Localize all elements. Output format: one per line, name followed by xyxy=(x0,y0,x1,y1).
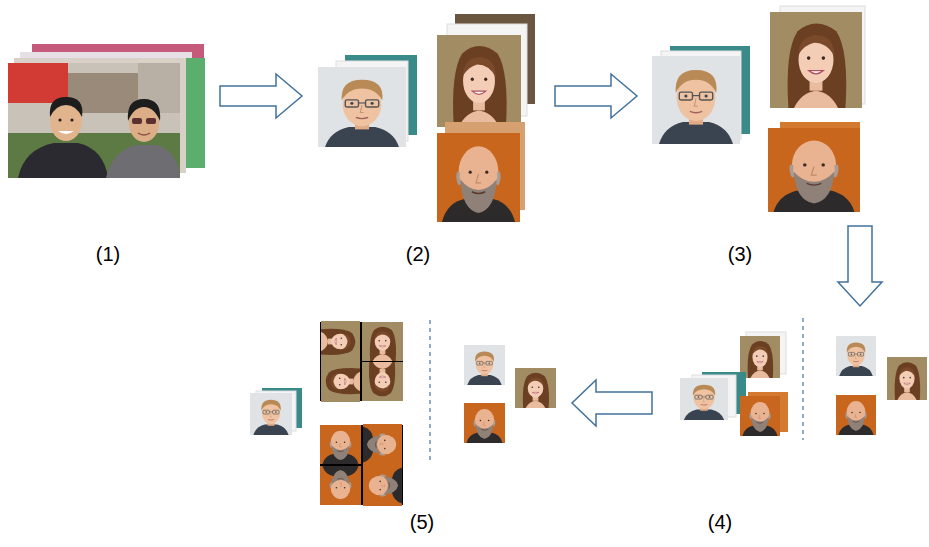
stage-number: (5) xyxy=(410,510,434,534)
augmented-faces xyxy=(250,320,556,506)
aligned-faces xyxy=(652,6,865,212)
stage-number: (4) xyxy=(708,510,732,534)
stage-number: (3) xyxy=(728,242,752,266)
input-images xyxy=(8,44,205,178)
detected-faces xyxy=(318,14,535,222)
stage-number: (2) xyxy=(406,242,430,266)
split-faces xyxy=(680,318,927,440)
stage-number: (1) xyxy=(96,242,120,266)
